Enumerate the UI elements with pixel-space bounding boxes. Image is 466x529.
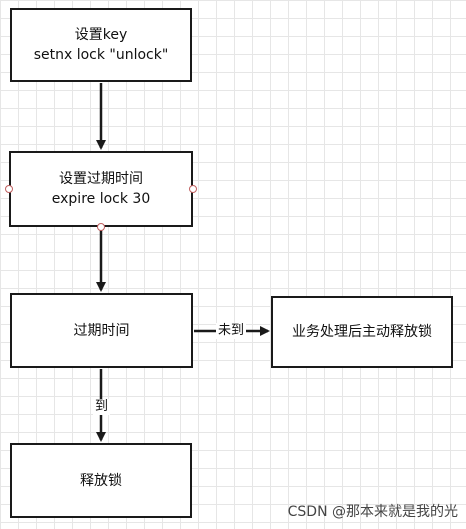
connection-port-right <box>189 185 197 193</box>
node-set-expire-command: expire lock 30 <box>51 191 151 207</box>
node-set-expire-title: 设置过期时间 <box>59 171 143 187</box>
edge-label-reached: 到 <box>93 399 111 415</box>
node-set-key-title: 设置key <box>74 27 128 43</box>
node-release-lock: 释放锁 <box>10 443 192 518</box>
node-set-key-command: setnx lock "unlock" <box>33 47 169 63</box>
node-business-release-label: 业务处理后主动释放锁 <box>292 324 432 340</box>
connection-port-left <box>5 185 13 193</box>
node-set-expire: 设置过期时间 expire lock 30 <box>9 151 193 227</box>
node-release-lock-label: 释放锁 <box>80 472 122 489</box>
node-business-release: 业务处理后主动释放锁 <box>271 296 453 368</box>
node-expire-time-label: 过期时间 <box>73 322 130 339</box>
node-expire-time: 过期时间 <box>10 293 193 368</box>
edge-label-not-reached: 未到 <box>216 323 247 339</box>
connection-port-bottom <box>97 223 105 231</box>
node-set-key: 设置key setnx lock "unlock" <box>10 8 192 82</box>
watermark: CSDN @那本来就是我的光 <box>287 504 458 520</box>
